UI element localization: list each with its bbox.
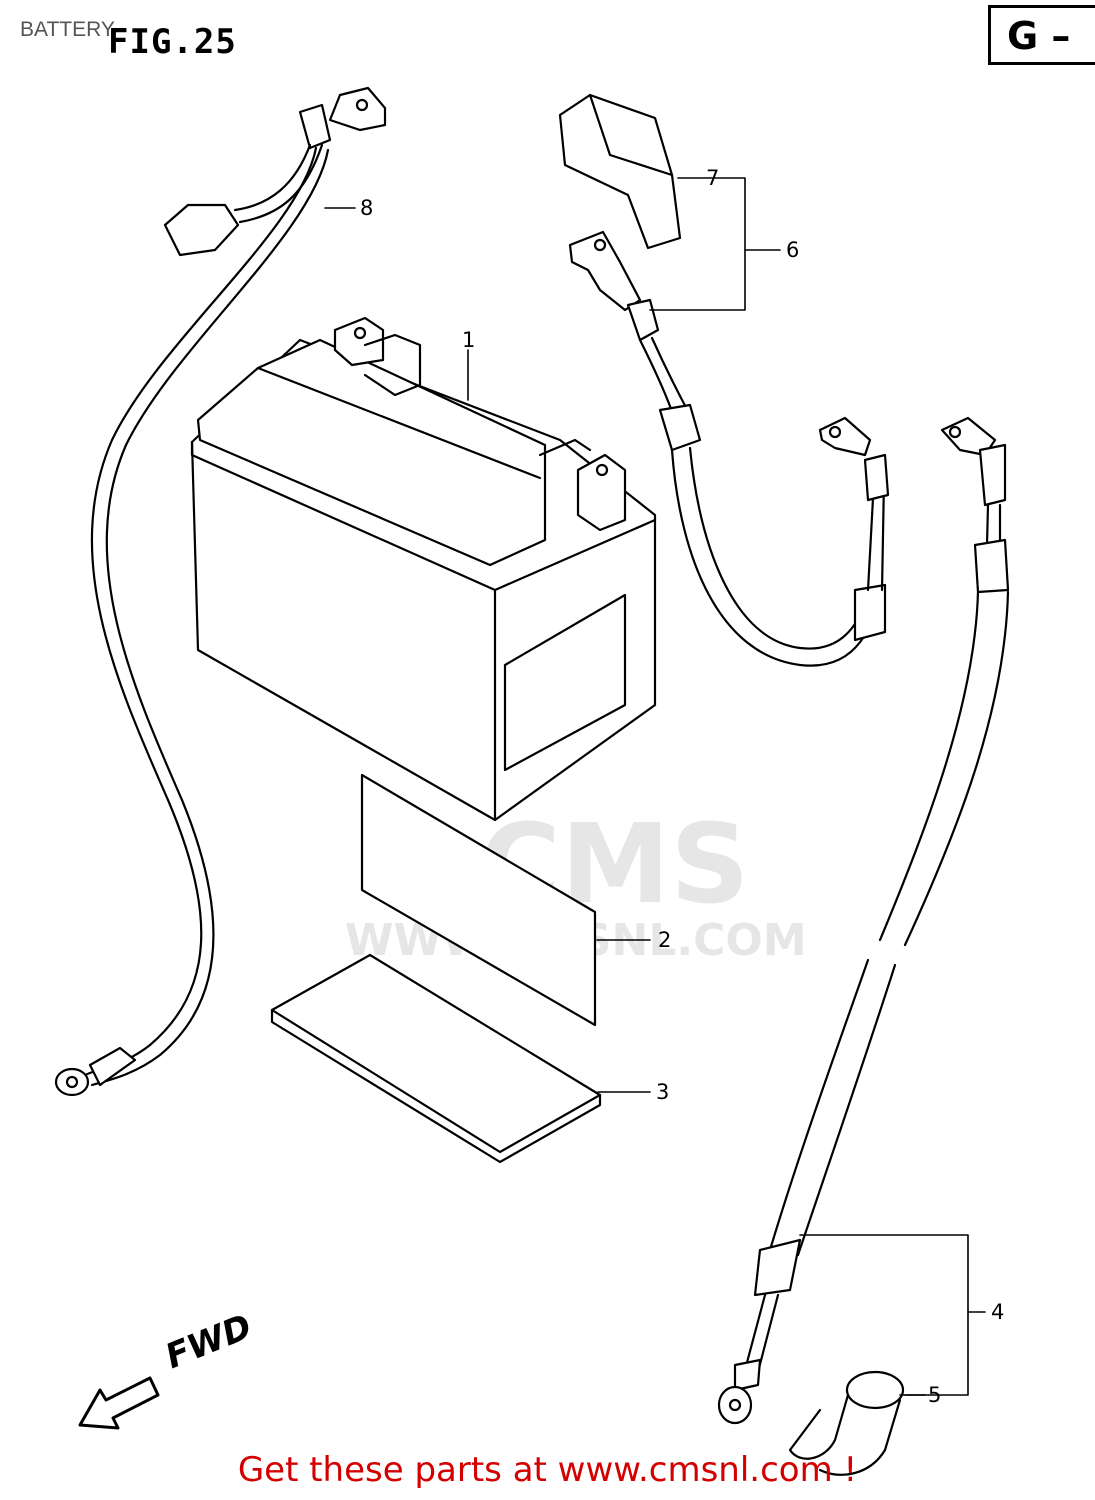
terminal-cover-part-7	[558, 93, 682, 250]
section-code: G –	[1007, 14, 1071, 58]
leader-lines	[324, 177, 986, 1396]
callout-1: 1	[462, 328, 476, 352]
figure-title: FIG.25	[108, 22, 237, 62]
battery-plate-part-3	[270, 953, 602, 1164]
callout-5: 5	[928, 1383, 942, 1407]
battery-pad-part-2	[360, 773, 597, 1027]
callout-3: 3	[656, 1080, 670, 1104]
callout-7: 7	[706, 166, 720, 190]
callout-8: 8	[360, 196, 374, 220]
cable-part-6	[568, 230, 890, 667]
terminal-boot-part-5	[788, 1370, 905, 1476]
callout-4: 4	[991, 1300, 1005, 1324]
forward-arrow-icon	[78, 1376, 160, 1430]
lead-wire-part-8	[54, 86, 387, 1097]
cable-part-4	[717, 416, 1010, 1425]
section-code-box: G –	[988, 5, 1095, 65]
footer-link[interactable]: Get these parts at www.cmsnl.com !	[237, 1450, 858, 1490]
battery-part-1	[190, 316, 657, 822]
page-label: BATTERY	[20, 18, 115, 41]
callout-2: 2	[658, 928, 672, 952]
callout-6: 6	[786, 238, 800, 262]
